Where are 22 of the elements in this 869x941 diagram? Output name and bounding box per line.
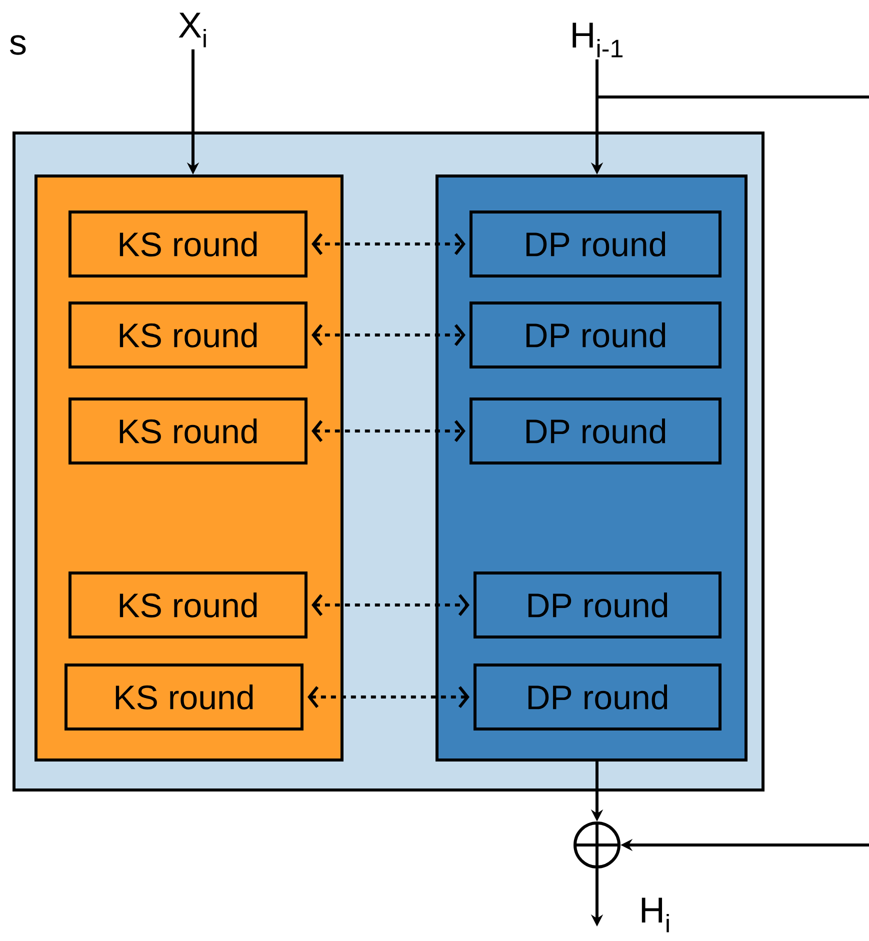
arrow [312, 594, 470, 616]
key-schedule-box [34, 174, 344, 762]
round-box: DP round [470, 210, 722, 278]
input-label: H$_{i-1}$ [572, 22, 623, 58]
cut-text: s [10, 35, 26, 55]
arrow [308, 686, 470, 708]
round-box: KS round [64, 664, 304, 730]
arrow [312, 420, 466, 442]
round-box: KS round [68, 302, 308, 368]
arrow [312, 324, 466, 346]
round-box: DP round [470, 302, 722, 368]
data-path-box [436, 174, 748, 762]
round-box: KS round [68, 398, 308, 464]
round-box: DP round [474, 664, 722, 730]
output-label: H$_{i}$ [642, 898, 669, 932]
arrow [312, 233, 466, 255]
round-box: KS round [68, 572, 308, 638]
xor-symbol [574, 822, 620, 868]
round-box: KS round [68, 210, 308, 278]
round-box: DP round [474, 572, 722, 638]
input-label: X$_{i}$ [178, 12, 206, 48]
round-box: DP round [470, 398, 722, 464]
